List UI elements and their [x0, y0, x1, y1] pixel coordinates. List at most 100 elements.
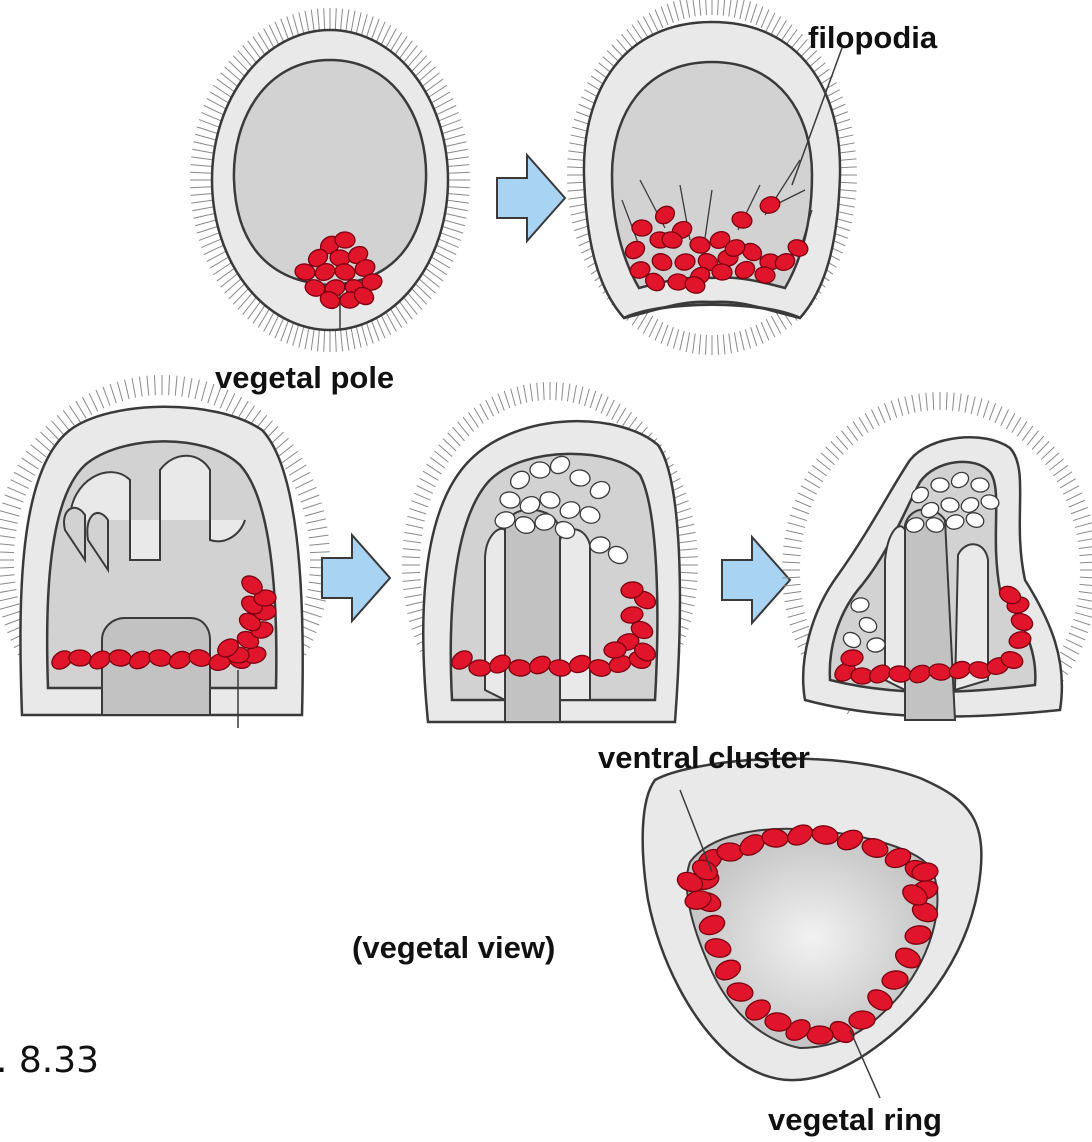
cilium — [197, 127, 218, 134]
cilium — [933, 392, 934, 410]
cilium — [395, 305, 407, 323]
cilium — [194, 142, 215, 147]
cilium — [404, 532, 422, 535]
cilium — [18, 465, 35, 475]
cilium — [448, 172, 470, 173]
cilium — [734, 0, 738, 18]
cilium — [756, 6, 763, 25]
cilium — [673, 1, 678, 20]
cilium — [324, 330, 325, 352]
cilium — [782, 562, 800, 563]
cilium — [444, 134, 465, 140]
cilium — [292, 472, 310, 481]
cilium — [878, 406, 885, 423]
cilium — [686, 332, 690, 352]
cilium — [766, 319, 775, 337]
cilium — [407, 609, 424, 614]
vegetal-pole-label: vegetal pole — [215, 360, 394, 395]
cilium — [859, 417, 868, 432]
cilium — [22, 458, 39, 469]
cilium — [562, 383, 564, 401]
right-arrow-icon — [497, 155, 565, 241]
cilium — [96, 390, 104, 408]
cilium — [238, 50, 252, 67]
cilium — [422, 73, 439, 87]
cilium — [125, 380, 129, 399]
cilium — [192, 207, 214, 211]
cilium — [324, 8, 325, 30]
cilium — [751, 327, 757, 346]
cilium — [35, 438, 50, 451]
cilium — [912, 395, 915, 413]
cilium — [2, 503, 21, 509]
cilium — [1080, 577, 1092, 578]
cilium — [448, 187, 470, 188]
cilium — [229, 284, 245, 299]
cilium — [790, 515, 807, 521]
vegetal-view-label: (vegetal view) — [352, 930, 555, 965]
cilium — [278, 445, 294, 457]
cilium — [919, 394, 921, 412]
cilium — [0, 543, 15, 545]
cilium — [816, 459, 830, 470]
primary-mesenchyme-cell — [717, 843, 744, 862]
cilium — [447, 200, 469, 203]
cilium — [812, 465, 827, 476]
cilium — [448, 433, 460, 446]
cilium — [447, 157, 469, 160]
stage-3-embryo — [0, 375, 330, 728]
cilium — [785, 599, 803, 602]
cilium — [693, 334, 696, 354]
cilium — [154, 375, 155, 395]
cilium — [422, 274, 439, 288]
cilium — [407, 516, 424, 521]
cilium — [729, 0, 732, 16]
cilium — [439, 112, 459, 121]
figure-number: . 8.33 — [0, 1040, 99, 1081]
cilium — [0, 589, 16, 593]
cilium — [1069, 500, 1086, 507]
cilium — [63, 410, 75, 426]
cilium — [281, 19, 289, 40]
cilium — [474, 408, 483, 423]
cilium — [1012, 417, 1021, 432]
cilium — [31, 445, 47, 457]
cilium — [366, 323, 373, 344]
cilium — [826, 447, 839, 459]
cilium — [208, 384, 214, 403]
cilium — [448, 165, 470, 167]
cilium — [404, 46, 418, 63]
cilium — [808, 472, 823, 482]
cilium — [282, 451, 298, 463]
vegetal-view-diagram — [643, 759, 982, 1098]
cilium — [792, 626, 809, 632]
cilium — [480, 404, 489, 420]
cilium — [440, 233, 461, 241]
stage-1-embryo — [190, 8, 470, 352]
cilium — [82, 397, 91, 415]
cilium — [89, 393, 98, 411]
cilium — [440, 120, 461, 128]
cilium — [225, 67, 242, 81]
cilium — [341, 329, 343, 351]
cilium — [898, 398, 903, 415]
cilium — [175, 376, 177, 396]
cilium — [596, 394, 602, 411]
cilium — [761, 322, 769, 340]
cilium — [399, 41, 412, 59]
cilium — [801, 486, 817, 495]
cilium — [699, 334, 701, 354]
cilium — [436, 105, 456, 115]
cilium — [308, 527, 328, 531]
cilium — [926, 393, 928, 411]
cilium — [147, 376, 149, 396]
cilium — [680, 572, 698, 573]
cilium — [395, 36, 407, 54]
cilium — [301, 495, 320, 502]
cilium — [498, 394, 504, 411]
cilium — [248, 41, 261, 59]
mesenchyme-cell — [530, 462, 551, 479]
cilium — [705, 335, 706, 355]
cilium — [423, 471, 438, 480]
cilium — [723, 334, 725, 354]
